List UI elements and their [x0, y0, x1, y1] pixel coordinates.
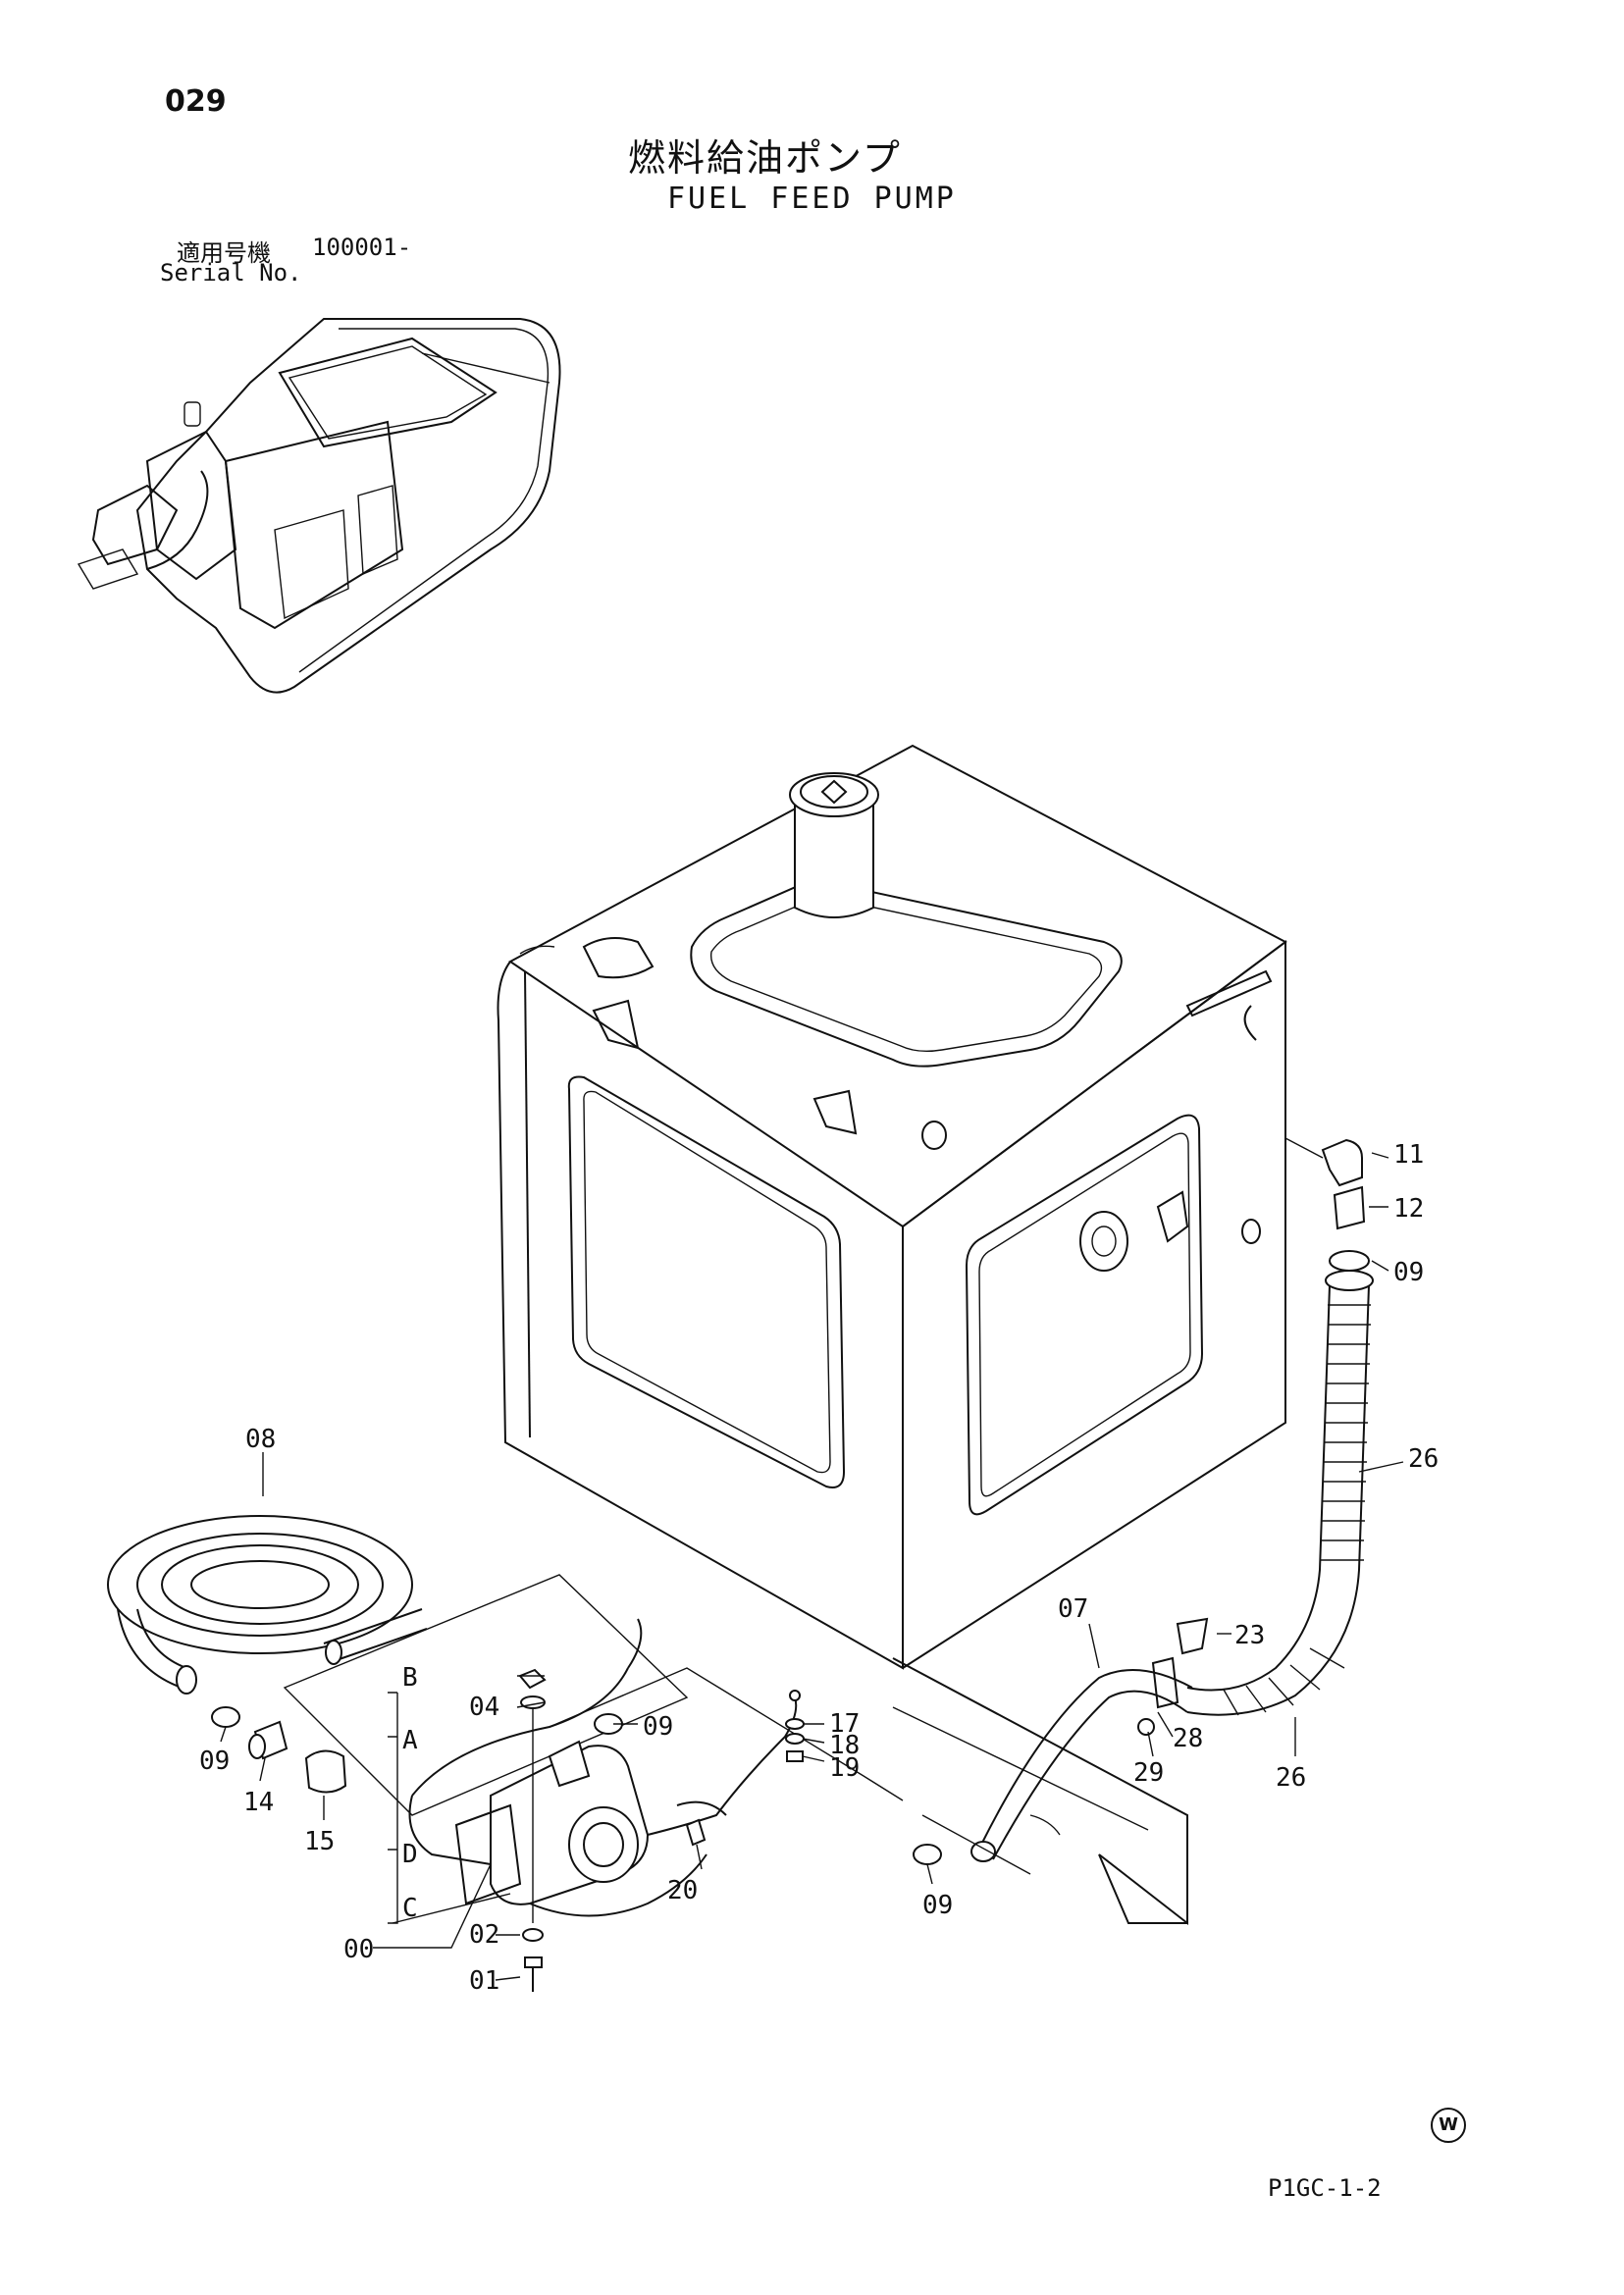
- pump-assembly: [211, 1574, 1031, 1992]
- label-b: B: [402, 1663, 418, 1693]
- callout-20: 20: [667, 1876, 698, 1905]
- callout-15: 15: [304, 1827, 335, 1856]
- serial-number-value: 100001-: [312, 234, 412, 261]
- callout-23: 23: [1234, 1621, 1265, 1650]
- label-c: C: [402, 1894, 418, 1923]
- serial-label-english: Serial No.: [160, 259, 302, 287]
- callout-01: 01: [469, 1966, 499, 1996]
- callout-09-pump: 09: [643, 1712, 673, 1742]
- part-26-corrugated-hose: [1186, 1270, 1374, 1716]
- callout-18: 18: [829, 1731, 860, 1760]
- part-08-hose-coil: [107, 1515, 428, 1695]
- callout-04: 04: [469, 1693, 499, 1722]
- callout-02: 02: [469, 1920, 499, 1950]
- callout-09-lower: 09: [922, 1891, 953, 1920]
- callout-07: 07: [1058, 1594, 1088, 1624]
- part-07-pipe: [892, 1617, 1209, 1862]
- callout-09-right: 09: [1393, 1258, 1424, 1287]
- logo-mark: W: [1431, 2108, 1466, 2143]
- callout-08: 08: [245, 1425, 276, 1454]
- serial-label-japanese: 適用号機: [177, 239, 271, 267]
- callout-00: 00: [343, 1935, 374, 1964]
- fuel-tank: [497, 744, 1287, 1926]
- figure-code: P1GC-1-2: [1268, 2174, 1382, 2202]
- label-a: A: [402, 1726, 418, 1755]
- right-fittings: [1284, 1137, 1370, 1272]
- callout-28: 28: [1173, 1724, 1203, 1753]
- page-title-english: FUEL FEED PUMP: [667, 182, 957, 216]
- callout-17: 17: [829, 1709, 860, 1739]
- label-d: D: [402, 1840, 418, 1869]
- callout-11: 11: [1393, 1140, 1424, 1170]
- callout-19: 19: [829, 1753, 860, 1783]
- callout-29: 29: [1133, 1758, 1164, 1788]
- callout-12: 12: [1393, 1194, 1424, 1224]
- machine-thumbnail: [77, 318, 561, 694]
- callout-09-left: 09: [199, 1747, 230, 1776]
- leader-lines: [220, 1152, 1404, 1981]
- callout-26-lower: 26: [1276, 1763, 1306, 1793]
- page-title-japanese: 燃料給油ポンプ: [628, 136, 902, 180]
- callouts: 08 07 11 12 09 26 26 23 28 29 B 04 A D C…: [199, 1140, 1439, 1996]
- callout-26-upper: 26: [1408, 1444, 1439, 1474]
- callout-14: 14: [243, 1788, 274, 1817]
- page-number: 029: [165, 84, 227, 119]
